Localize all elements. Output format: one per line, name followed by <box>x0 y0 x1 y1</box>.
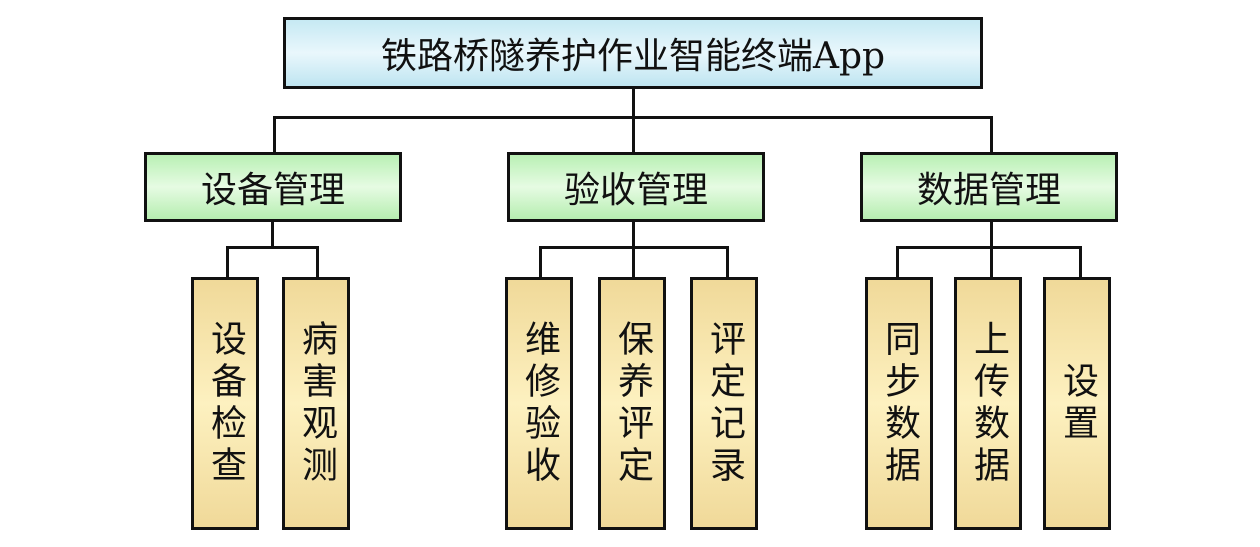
leaf-label: 维修验收 <box>519 319 560 488</box>
connector-equipment-down <box>271 222 274 249</box>
connector-leaf <box>226 246 229 277</box>
connector-to-equipment <box>273 116 276 152</box>
connector-leaf <box>896 246 899 277</box>
connector-data-down <box>990 222 993 277</box>
connector-to-acceptance <box>632 116 635 152</box>
leaf-equipment-inspection: 设备检查 <box>191 277 259 530</box>
connector-acceptance-down <box>632 222 635 277</box>
category-label: 验收管理 <box>563 170 708 211</box>
leaf-label: 病害观测 <box>296 319 337 488</box>
connector-leaf <box>539 246 542 277</box>
connector-to-data <box>990 116 993 152</box>
category-equipment-management: 设备管理 <box>144 152 402 222</box>
leaf-label: 设置 <box>1057 361 1098 446</box>
category-acceptance-management: 验收管理 <box>507 152 765 222</box>
leaf-repair-acceptance: 维修验收 <box>505 277 573 530</box>
leaf-settings: 设置 <box>1043 277 1111 530</box>
leaf-evaluation-records: 评定记录 <box>690 277 758 530</box>
connector-equipment-bus <box>226 246 319 249</box>
root-label: 铁路桥隧养护作业智能终端App <box>380 36 886 77</box>
connector-leaf <box>726 246 729 277</box>
connector-leaf <box>316 246 319 277</box>
leaf-label: 同步数据 <box>879 319 920 488</box>
category-label: 数据管理 <box>916 170 1061 211</box>
connector-acceptance-bus <box>539 246 729 249</box>
leaf-label: 保养评定 <box>612 319 653 488</box>
leaf-sync-data: 同步数据 <box>865 277 933 530</box>
leaf-defect-observation: 病害观测 <box>282 277 350 530</box>
category-label: 设备管理 <box>200 170 345 211</box>
leaf-label: 评定记录 <box>704 319 745 488</box>
leaf-maintenance-evaluation: 保养评定 <box>598 277 666 530</box>
leaf-upload-data: 上传数据 <box>954 277 1022 530</box>
root-node: 铁路桥隧养护作业智能终端App <box>283 17 983 89</box>
connector-leaf <box>1079 246 1082 277</box>
connector-root-down <box>632 89 635 118</box>
leaf-label: 上传数据 <box>968 319 1009 488</box>
category-data-management: 数据管理 <box>860 152 1118 222</box>
connector-data-bus <box>896 246 1082 249</box>
leaf-label: 设备检查 <box>205 319 246 488</box>
